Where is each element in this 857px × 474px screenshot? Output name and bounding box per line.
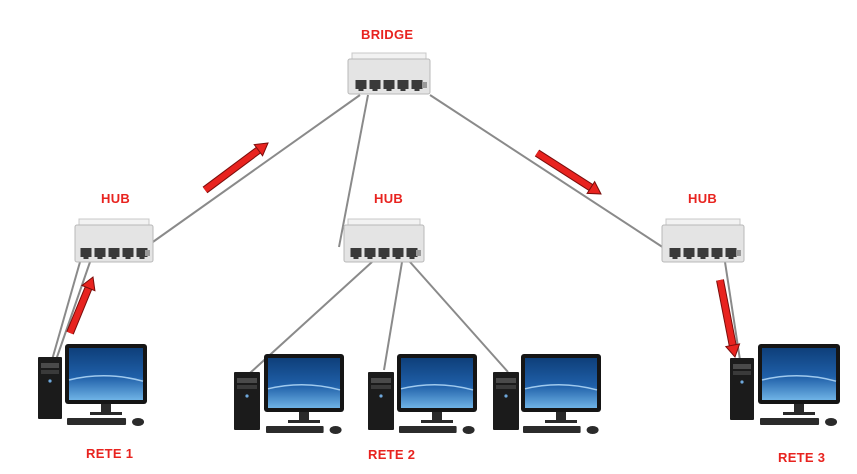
- desktop-computer-icon-rete2-c: [493, 354, 601, 434]
- desktop-computer-icon-rete1: [38, 344, 147, 426]
- cable-line: [149, 94, 361, 245]
- bridge-label: BRIDGE: [361, 27, 414, 42]
- arrow-icon-down-to-hub3: [534, 149, 602, 195]
- cable-line: [429, 94, 668, 251]
- hub-label-left: HUB: [101, 191, 131, 206]
- desktop-computer-icon-rete2-a: [234, 354, 344, 434]
- arrow-icon-up-to-bridge: [202, 142, 269, 194]
- cable-line: [55, 261, 91, 361]
- network-label-1: RETE 1: [86, 446, 134, 461]
- arrow-icon-rete3-down: [716, 279, 741, 358]
- desktop-computer-icon-rete3: [730, 344, 840, 426]
- hub-switch-icon-center: [343, 218, 425, 263]
- bridge-switch-icon: [347, 52, 431, 95]
- desktop-computer-icon-rete2-b: [368, 354, 477, 434]
- cable-line: [51, 261, 81, 361]
- arrows: [66, 142, 741, 358]
- arrow-icon-rete1-up: [66, 276, 96, 335]
- network-label-3: RETE 3: [778, 450, 826, 465]
- cable-line: [409, 261, 509, 373]
- hub-switch-icon-right: [661, 218, 745, 263]
- network-label-2: RETE 2: [368, 447, 416, 462]
- hub-label-right: HUB: [688, 191, 718, 206]
- cable-line: [338, 94, 369, 248]
- hub-switch-icon-left: [74, 218, 154, 263]
- devices: [38, 52, 840, 434]
- cable-line: [383, 261, 403, 371]
- hub-label-center: HUB: [374, 191, 404, 206]
- cable-line: [724, 261, 741, 361]
